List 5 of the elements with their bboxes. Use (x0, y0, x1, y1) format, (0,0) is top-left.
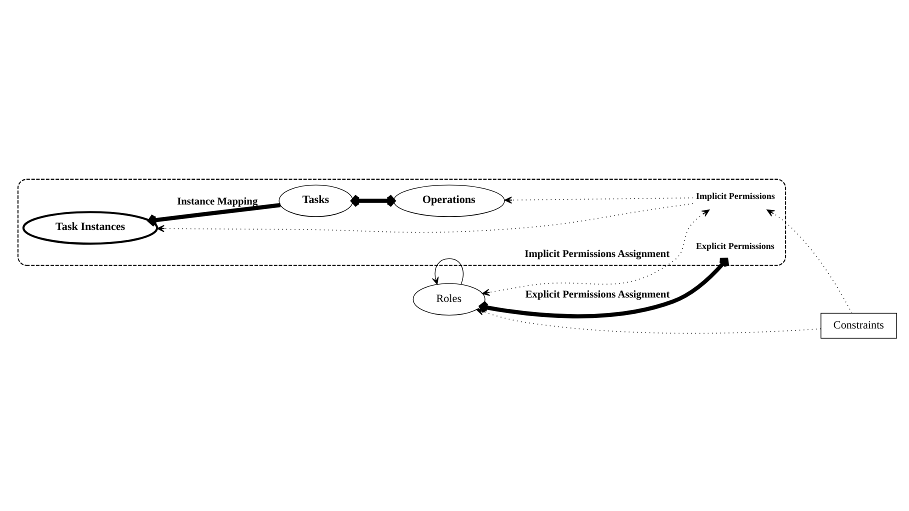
edge-label: Implicit Permissions Assignment (524, 248, 670, 260)
edge-label: Instance Mapping (177, 196, 258, 207)
edge-label: Explicit Permissions Assignment (525, 288, 670, 300)
node-text: Explicit Permissions (696, 240, 774, 250)
node-text: Implicit Permissions (696, 190, 775, 201)
